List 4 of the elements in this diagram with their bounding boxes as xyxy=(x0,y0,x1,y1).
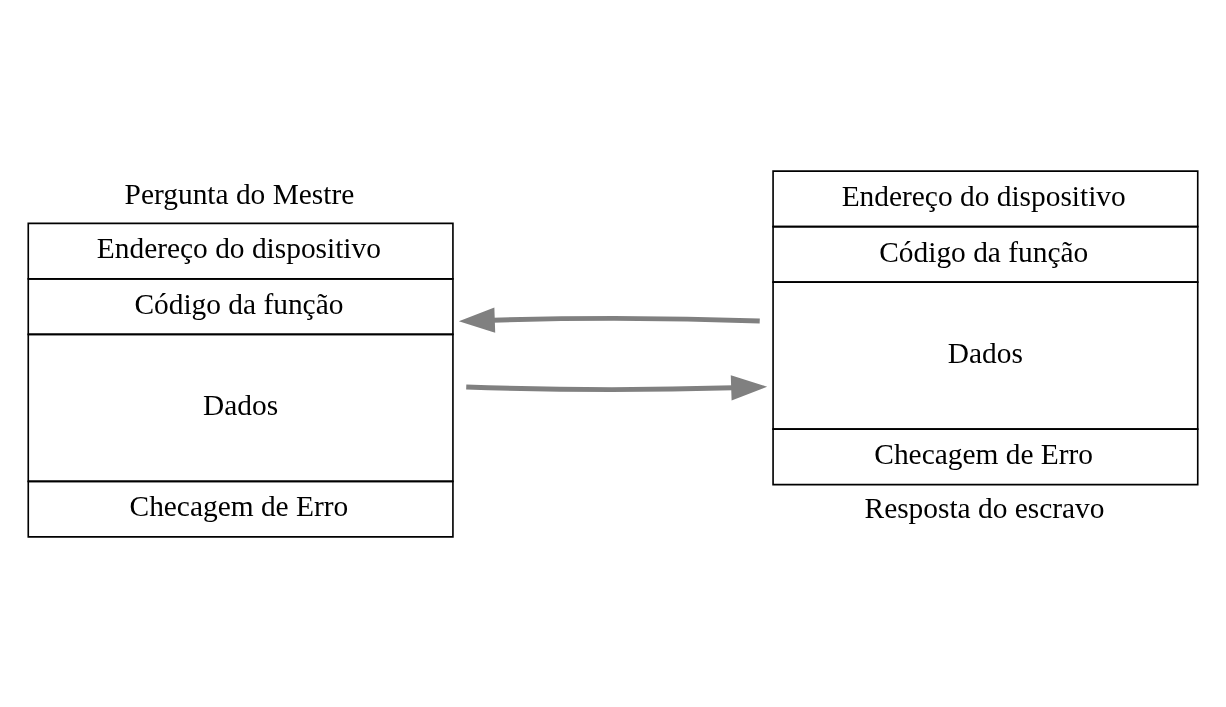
node-label: Pergunta do Mestre xyxy=(124,177,355,210)
node-label: Resposta do escravo xyxy=(864,491,1105,524)
arrow xyxy=(458,307,760,333)
arrow xyxy=(466,374,768,400)
